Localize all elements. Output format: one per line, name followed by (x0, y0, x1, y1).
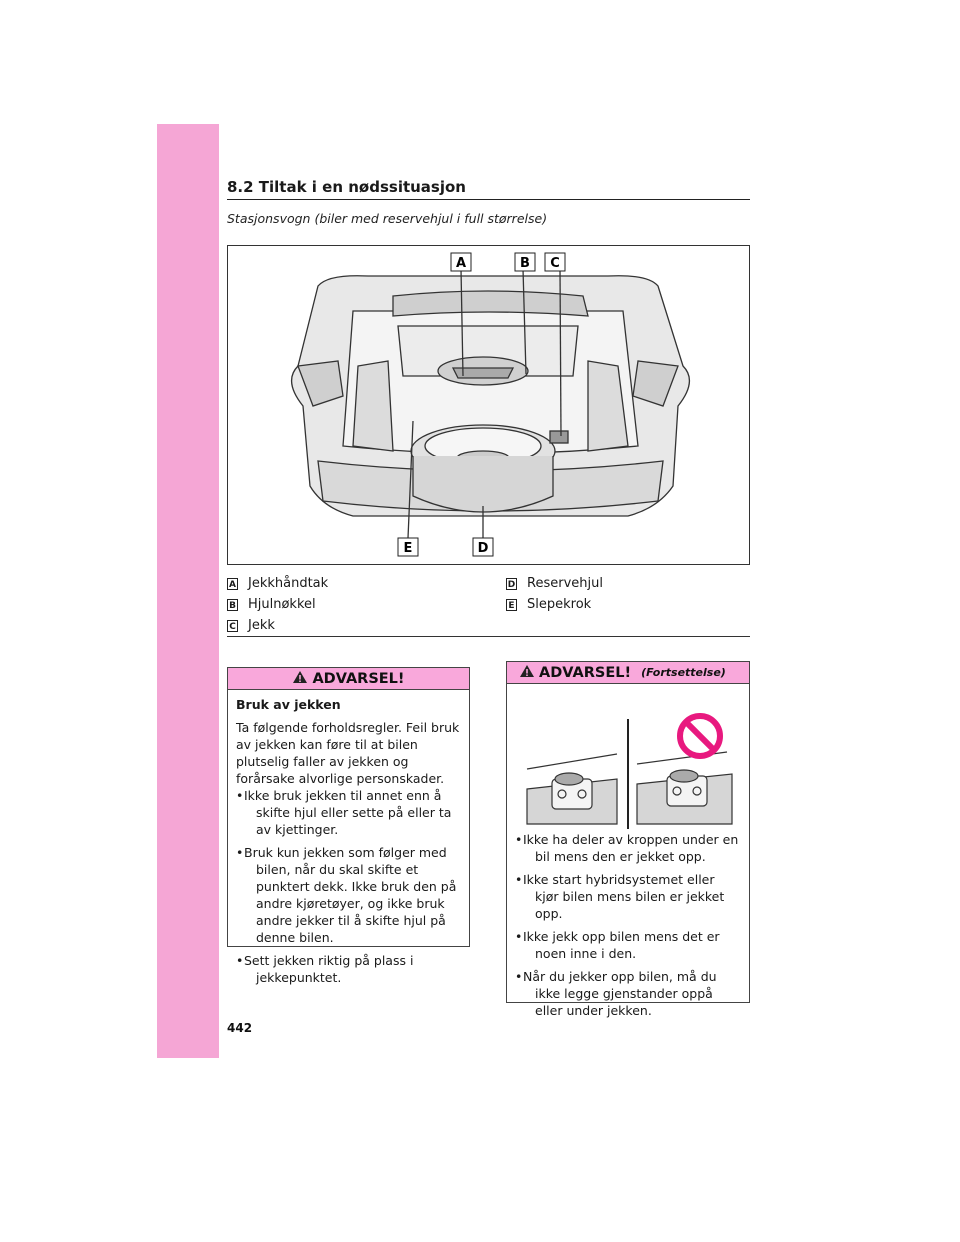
warning-triangle-icon (519, 664, 535, 682)
warning-box-jack-use: ADVARSEL! Bruk av jekken Ta følgende for… (227, 667, 470, 985)
list-item: Ikke bruk jekken til annet enn å skifte … (236, 787, 461, 838)
legend-label: Hjulnøkkel (248, 597, 316, 612)
prohibited-icon (677, 713, 723, 759)
legend-item-c: C Jekk (227, 615, 328, 636)
page-number: 442 (227, 1021, 253, 1035)
svg-text:A: A (456, 256, 466, 271)
warning-title: ADVARSEL! (312, 670, 405, 687)
legend-key: B (227, 598, 238, 611)
legend-label: Slepekrok (527, 597, 592, 612)
warning-header: ADVARSEL! (228, 668, 469, 690)
callout-d: D (472, 537, 494, 557)
list-item: Ikke ha deler av kroppen under en bil me… (515, 831, 741, 865)
legend-item-d: D Reservehjul (506, 573, 603, 594)
svg-text:D: D (478, 541, 489, 556)
section-title: 8.2 Tiltak i en nødssituasjon (227, 178, 466, 196)
legend-left: A Jekkhåndtak B Hjulnøkkel C Jekk (227, 573, 328, 636)
warning-bullets: Ikke ha deler av kroppen under en bil me… (515, 831, 741, 1019)
legend-label: Reservehjul (527, 576, 603, 591)
legend-key: E (506, 598, 517, 611)
legend-label: Jekkhåndtak (248, 576, 329, 591)
section-rule (227, 199, 750, 200)
list-item: Når du jekker opp bilen, må du ikke legg… (515, 968, 741, 1019)
side-tab (157, 124, 219, 1058)
warning-box-continued: ADVARSEL! (Fortsettelse) (506, 661, 750, 1018)
trunk-illustration: A B C E D (227, 245, 750, 565)
legend-key: D (506, 577, 517, 590)
warning-title: ADVARSEL! (539, 664, 632, 681)
jack-point-illustration (507, 684, 749, 829)
svg-text:B: B (520, 256, 530, 271)
legend-key: C (227, 619, 238, 632)
warning-triangle-icon (292, 670, 308, 688)
list-item: Ikke start hybridsystemet eller kjør bil… (515, 871, 741, 922)
legend-item-b: B Hjulnøkkel (227, 594, 328, 615)
legend-item-e: E Slepekrok (506, 594, 603, 615)
warning-header: ADVARSEL! (Fortsettelse) (507, 662, 749, 684)
legend-item-a: A Jekkhåndtak (227, 573, 328, 594)
list-item: Ikke jekk opp bilen mens det er noen inn… (515, 928, 741, 962)
figure-caption: Stasjonsvogn (biler med reservehjul i fu… (227, 211, 548, 226)
legend-label: Jekk (248, 618, 275, 633)
legend-right: D Reservehjul E Slepekrok (506, 573, 603, 615)
warning-intro: Ta følgende forholdsregler. Feil bruk av… (236, 720, 460, 786)
svg-text:E: E (404, 541, 413, 556)
callout-a: A (450, 252, 472, 272)
legend-key: A (227, 577, 238, 590)
legend-rule (227, 636, 750, 637)
callout-c: C (544, 252, 566, 272)
warning-heading: Bruk av jekken (236, 697, 341, 712)
warning-bullets: Ikke bruk jekken til annet enn å skifte … (236, 787, 461, 986)
svg-text:C: C (550, 256, 560, 271)
callout-e: E (397, 537, 419, 557)
list-item: Bruk kun jekken som følger med bilen, nå… (236, 844, 461, 946)
callout-b: B (514, 252, 536, 272)
car-trunk-drawing: A B C E D (291, 252, 690, 557)
list-item: Sett jekken riktig på plass i jekkepunkt… (236, 952, 461, 986)
warning-subtitle: (Fortsettelse) (641, 666, 726, 679)
